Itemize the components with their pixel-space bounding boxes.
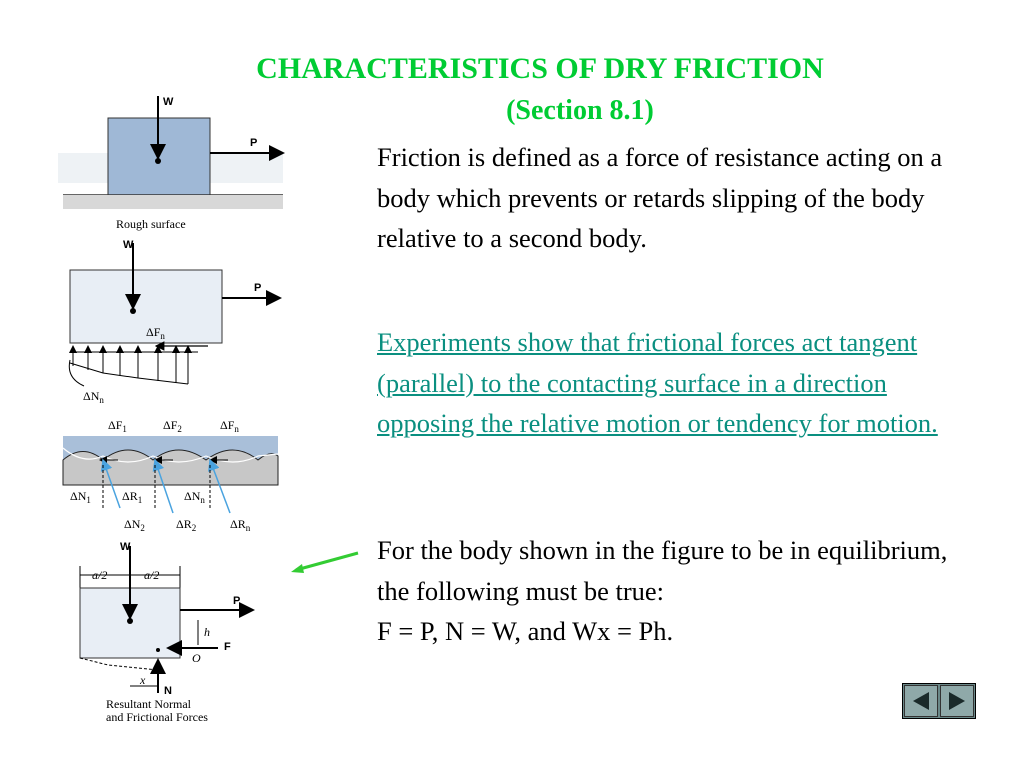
svg-text:F: F (224, 641, 231, 653)
previous-slide-button[interactable] (904, 685, 938, 717)
pointer-arrow-icon (291, 551, 359, 573)
equilibrium-text: For the body shown in the figure to be i… (377, 535, 948, 606)
svg-text:ΔR2: ΔR2 (176, 517, 196, 533)
triangle-left-icon (913, 692, 929, 710)
svg-text:ΔNn: ΔNn (83, 389, 104, 405)
svg-text:ΔF1: ΔF1 (108, 418, 127, 434)
friction-figures: W P Rough surface W P ΔFn ΔNn (58, 96, 285, 724)
slide-subtitle: (Section 8.1) (506, 95, 654, 126)
slide-title: CHARACTERISTICS OF DRY FRICTION (256, 52, 824, 85)
svg-text:P: P (233, 595, 240, 607)
definition-paragraph: Friction is defined as a force of resist… (377, 142, 943, 253)
figure-block-rough-surface: W P Rough surface (58, 96, 285, 231)
equilibrium-paragraph: For the body shown in the figure to be i… (377, 530, 967, 652)
svg-text:W: W (120, 541, 131, 553)
svg-text:N: N (164, 685, 172, 697)
svg-text:ΔN1: ΔN1 (70, 489, 91, 505)
slide-navigation (902, 683, 976, 719)
svg-text:ΔR1: ΔR1 (122, 489, 142, 505)
figure-distributed-forces: W P ΔFn ΔNn (68, 239, 282, 405)
svg-text:h: h (204, 625, 210, 639)
equilibrium-equations: F = P, N = W, and Wx = Ph. (377, 616, 674, 646)
figure-surface-asperities: ΔF1 ΔF2 ΔFn ΔN1 ΔR1 ΔNn ΔN2 ΔR2 ΔRn (62, 418, 279, 533)
fig1-w-label: W (163, 96, 174, 108)
svg-text:ΔFn: ΔFn (146, 325, 165, 341)
svg-text:ΔF2: ΔF2 (163, 418, 182, 434)
svg-text:a/2: a/2 (144, 568, 159, 582)
svg-text:a/2: a/2 (92, 568, 107, 582)
figure-resultant-forces: a/2 a/2 W P h F O x N Resultant Normal a… (79, 541, 255, 724)
svg-text:Resultant Normal: Resultant Normal (106, 697, 192, 711)
fig1-caption: Rough surface (116, 217, 186, 231)
next-slide-button[interactable] (940, 685, 974, 717)
triangle-right-icon (949, 692, 965, 710)
svg-text:ΔRn: ΔRn (230, 517, 251, 533)
svg-text:ΔN2: ΔN2 (124, 517, 145, 533)
svg-text:x: x (139, 673, 146, 687)
svg-text:W: W (123, 239, 134, 251)
svg-text:ΔNn: ΔNn (184, 489, 205, 505)
svg-text:P: P (254, 282, 261, 294)
svg-text:and Frictional Forces: and Frictional Forces (106, 710, 208, 724)
fig1-p-label: P (250, 137, 257, 149)
svg-text:O: O (192, 651, 201, 665)
svg-text:ΔFn: ΔFn (220, 418, 239, 434)
experiments-link[interactable]: Experiments show that frictional forces … (377, 327, 938, 438)
